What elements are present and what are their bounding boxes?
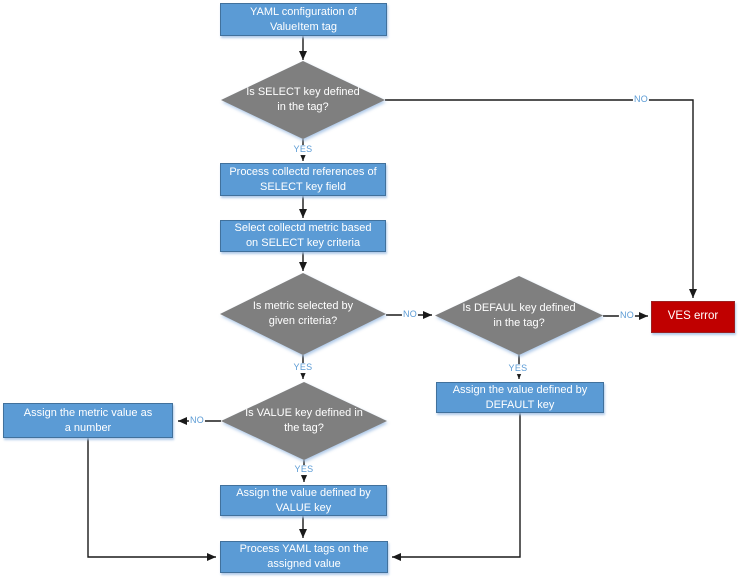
- decision-select-key: Is SELECT key defined in the tag?: [221, 61, 385, 139]
- decision-metric-selected-label: Is metric selected by given criteria?: [252, 300, 354, 327]
- edge-label-value-no: NO: [188, 415, 206, 426]
- edge-label-default-no: NO: [618, 310, 636, 321]
- decision-value-key: Is VALUE key defined in the tag?: [221, 382, 387, 460]
- decision-value-key-label: Is VALUE key defined in the tag?: [245, 407, 363, 434]
- node-select-metric: Select collectd metric based on SELECT k…: [220, 220, 386, 252]
- edge-label-select-yes: YES: [292, 144, 314, 155]
- node-assign-default: Assign the value defined by DEFAULT key: [436, 382, 604, 413]
- edge-label-metric-no: NO: [401, 309, 419, 320]
- edge-label-default-yes: YES: [507, 363, 529, 374]
- node-yaml-config: YAML configuration of ValueItem tag: [220, 3, 387, 36]
- decision-select-key-label: Is SELECT key defined in the tag?: [246, 86, 360, 113]
- connector-number-to-process-yaml: [87, 438, 216, 561]
- edge-label-select-no: NO: [632, 94, 650, 105]
- node-process-yaml-tags: Process YAML tags on the assigned value: [220, 541, 388, 573]
- node-process-references: Process collectd references of SELECT ke…: [220, 163, 386, 196]
- edge-label-metric-yes: YES: [292, 362, 314, 373]
- decision-default-key-label: Is DEFAUL key defined in the tag?: [462, 301, 576, 329]
- connector-select-no-to-ves: [385, 99, 697, 298]
- node-assign-value-key: Assign the value defined by VALUE key: [220, 485, 387, 516]
- edge-label-value-yes: YES: [293, 464, 315, 475]
- decision-default-key: Is DEFAUL key defined in the tag?: [435, 276, 603, 355]
- node-ves-error: VES error: [651, 301, 735, 333]
- decision-metric-selected: Is metric selected by given criteria?: [220, 273, 386, 355]
- connector-default-to-process-yaml: [392, 413, 521, 561]
- node-assign-metric-number: Assign the metric value as a number: [3, 403, 173, 438]
